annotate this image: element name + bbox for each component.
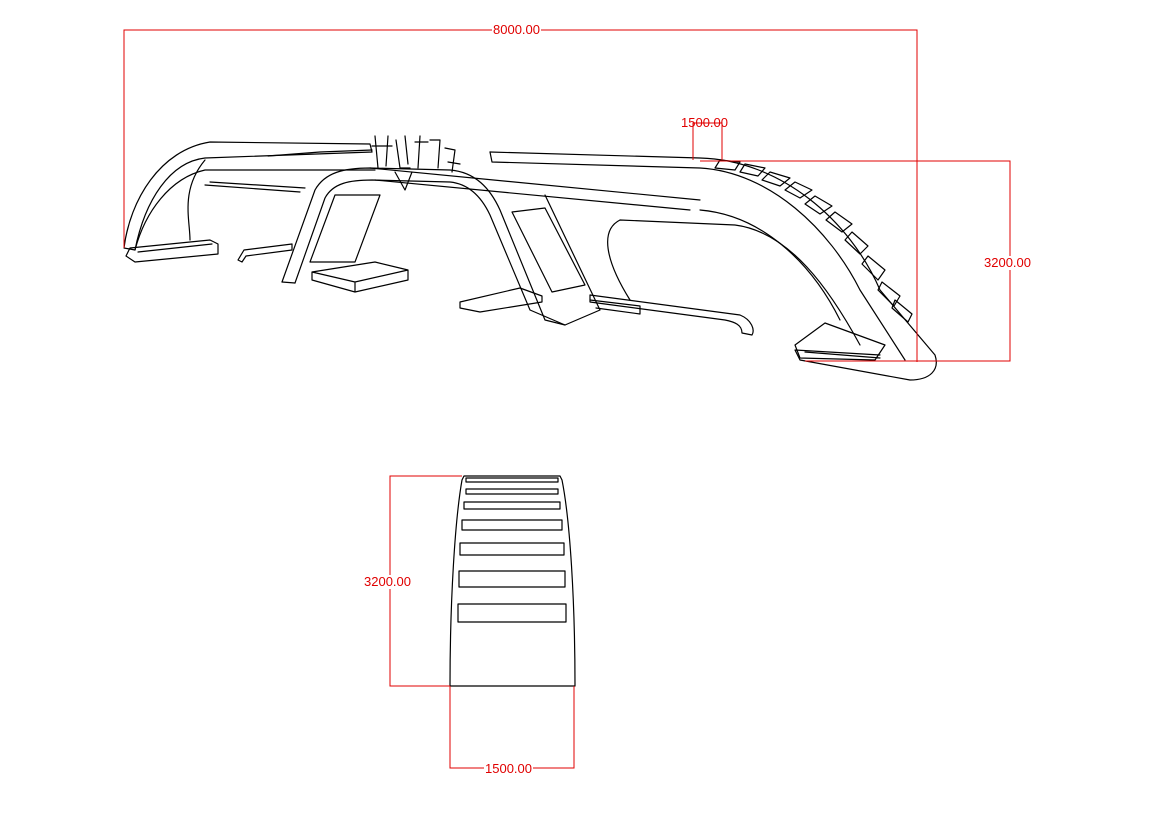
dim-overall-width (123, 29, 918, 362)
left-arch-inner (134, 169, 376, 251)
right-arch-inner (489, 151, 906, 361)
left-seat (125, 239, 219, 263)
long-bench (589, 294, 754, 336)
left-seat-edge (137, 243, 213, 253)
overall-width-label: 8000.00 (492, 22, 541, 37)
logo-lettering (371, 135, 461, 173)
left-arch-leg (187, 159, 206, 241)
dim-front-width (449, 686, 575, 769)
central-seat (311, 261, 409, 293)
left-top-plate (267, 149, 373, 157)
left-arch (123, 141, 373, 251)
central-left-panel (281, 194, 381, 284)
front-height-label: 3200.00 (363, 574, 412, 589)
right-seat (794, 322, 886, 361)
front-view-drawing (389, 475, 576, 769)
main-beam (369, 167, 701, 211)
long-bench-end (589, 299, 641, 315)
right-inner-loop (607, 219, 861, 346)
central-arch (281, 167, 601, 326)
front-outline (449, 475, 576, 687)
central-right-panel (511, 207, 586, 293)
central-arch-inner (294, 179, 566, 326)
right-arch-lower (699, 209, 841, 321)
front-width-label: 1500.00 (484, 761, 533, 776)
left-beam (204, 181, 306, 193)
small-seat-left (237, 243, 293, 263)
right-arch (489, 151, 937, 381)
right-arch-cells (714, 159, 913, 323)
dim-module-width (692, 122, 723, 160)
module-width-label: 1500.00 (681, 115, 728, 130)
dim-height (700, 160, 1011, 362)
perspective-bench-drawing (123, 29, 1011, 381)
center-joint (394, 171, 413, 191)
front-slats (457, 477, 567, 623)
height-label: 3200.00 (983, 255, 1032, 270)
central-right-seat (459, 287, 543, 313)
